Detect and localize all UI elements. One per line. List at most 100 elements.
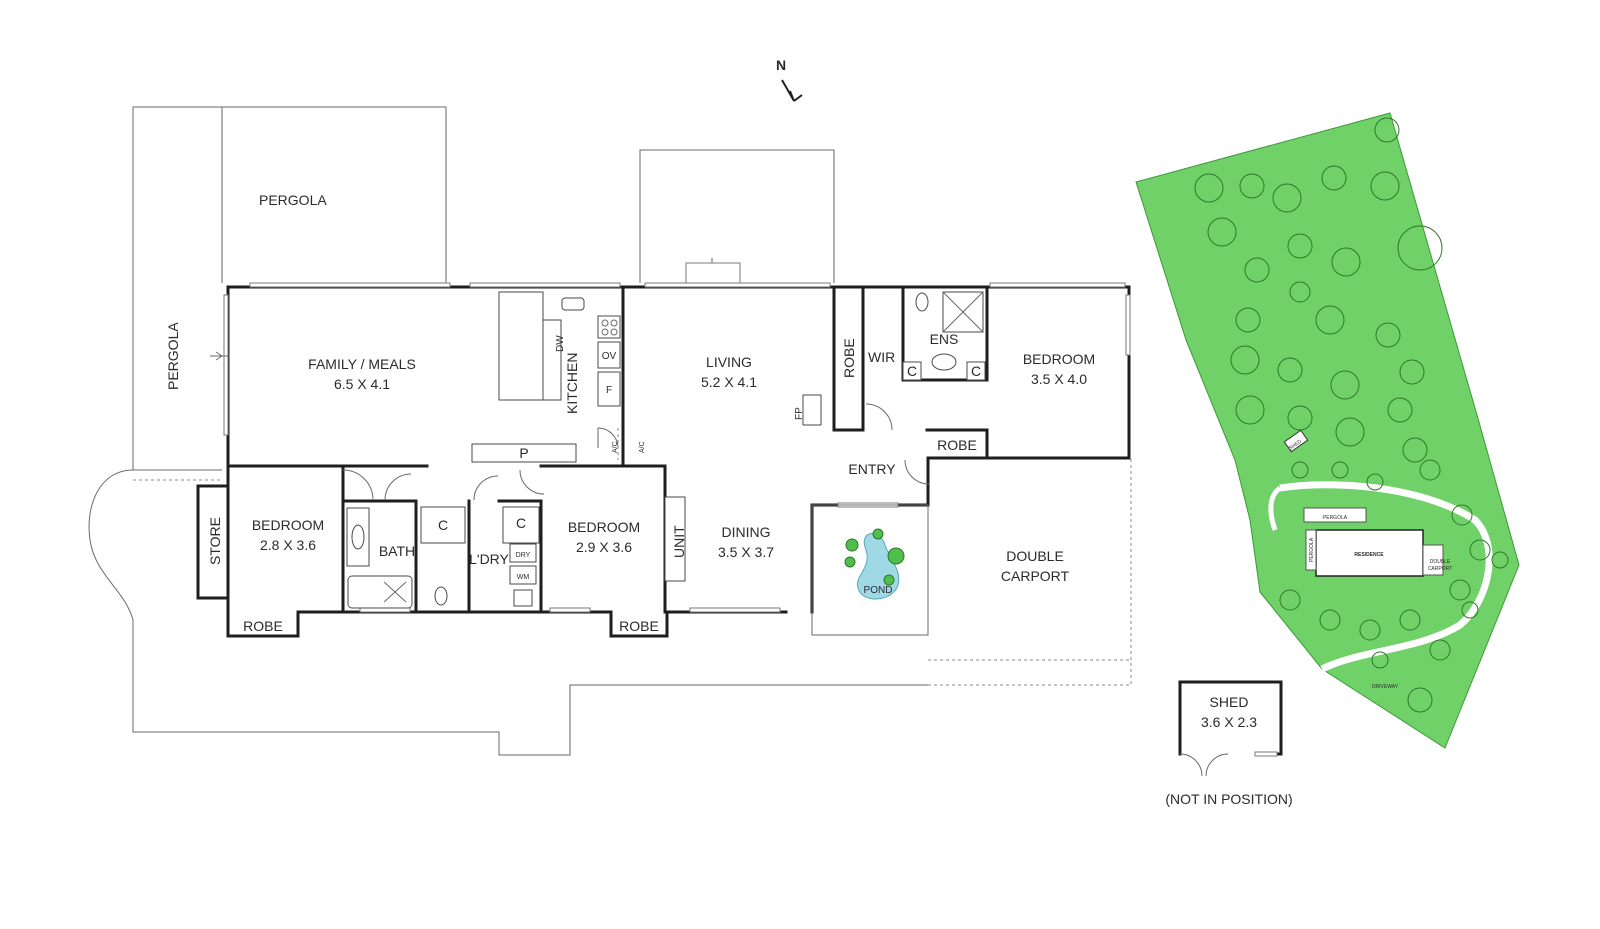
label-bath: BATH bbox=[379, 543, 415, 559]
label-laundry: L'DRY bbox=[469, 551, 509, 567]
walls bbox=[196, 285, 1131, 638]
site-tree-icon bbox=[1399, 609, 1421, 631]
size-bedroom-master: 3.5 X 4.0 bbox=[1031, 371, 1087, 387]
size-family-meals: 6.5 X 4.1 bbox=[334, 376, 390, 392]
label-pond: POND bbox=[864, 585, 893, 596]
site-tree-icon bbox=[1375, 322, 1401, 348]
site-trees bbox=[1194, 117, 1509, 713]
site-boundary bbox=[1135, 112, 1520, 749]
label-wir: WIR bbox=[868, 349, 895, 365]
site-tree-icon bbox=[1321, 165, 1347, 191]
site-tree-icon bbox=[1239, 173, 1265, 199]
site-tree-icon bbox=[1449, 579, 1471, 601]
site-tree-icon bbox=[1235, 395, 1265, 425]
windows bbox=[223, 282, 1131, 613]
site-tree-icon bbox=[1277, 357, 1303, 383]
kitchen-fixtures bbox=[471, 291, 822, 463]
site-tree-icon bbox=[1289, 281, 1311, 303]
north-compass: N bbox=[776, 57, 803, 102]
label-robe-vertical: ROBE bbox=[841, 338, 857, 378]
label-living: LIVING bbox=[706, 354, 752, 370]
label-dining: DINING bbox=[722, 524, 771, 540]
label-ov: OV bbox=[602, 351, 617, 362]
site-tree-icon bbox=[1397, 225, 1443, 271]
site-label-pergola: PERGOLA bbox=[1323, 515, 1348, 521]
fixture-labels: DW OV F A/C A/C FP P C C C C DRY WM bbox=[438, 335, 981, 581]
site-residence-box bbox=[1315, 529, 1424, 577]
label-pergola-top: PERGOLA bbox=[259, 192, 327, 208]
doors bbox=[210, 258, 930, 501]
site-tree-icon bbox=[1402, 437, 1428, 463]
label-ens: ENS bbox=[930, 331, 959, 347]
label-dw: DW bbox=[555, 335, 566, 352]
site-tree-icon bbox=[1230, 345, 1260, 375]
site-tree-icon bbox=[1287, 405, 1313, 431]
label-family-meals: FAMILY / MEALS bbox=[308, 356, 416, 372]
label-pantry: P bbox=[519, 445, 528, 461]
label-shed-note: (NOT IN POSITION) bbox=[1165, 791, 1292, 807]
site-tree-icon bbox=[1207, 217, 1237, 247]
site-tree-icon bbox=[1287, 233, 1313, 259]
site-tree-icon bbox=[1399, 359, 1425, 385]
site-label-driveway: DRIVEWAY bbox=[1372, 684, 1399, 690]
site-tree-icon bbox=[1330, 370, 1360, 400]
label-f: F bbox=[606, 385, 612, 396]
wet-area-fixtures bbox=[346, 291, 986, 609]
label-carport-line2: CARPORT bbox=[1001, 568, 1070, 584]
site-tree-icon bbox=[1194, 173, 1224, 203]
site-tree-icon bbox=[1469, 539, 1491, 561]
site-tree-icon bbox=[1429, 639, 1451, 661]
label-kitchen: KITCHEN bbox=[564, 353, 580, 414]
site-plan: PERGOLA PERGOLA RESIDENCE DOUBLE CARPORT… bbox=[1135, 112, 1520, 749]
compass-letter: N bbox=[776, 57, 786, 73]
label-robe-west: ROBE bbox=[243, 618, 283, 634]
site-tree-icon bbox=[1319, 609, 1341, 631]
site-tree-icon bbox=[1419, 459, 1441, 481]
site-tree-icon bbox=[1315, 305, 1345, 335]
pond-area bbox=[811, 504, 929, 636]
site-label-carport-1: DOUBLE bbox=[1430, 559, 1451, 565]
site-tree-icon bbox=[1387, 397, 1413, 423]
site-tree-icon bbox=[1407, 687, 1433, 713]
site-tree-icon bbox=[1272, 183, 1302, 213]
north-arrow-icon bbox=[781, 79, 803, 102]
label-bedroom-west: BEDROOM bbox=[252, 517, 324, 533]
shed-plan: SHED 3.6 X 2.3 (NOT IN POSITION) bbox=[1165, 680, 1293, 807]
site-tree-icon bbox=[1451, 504, 1473, 526]
label-unit: UNIT bbox=[671, 525, 687, 558]
site-tree-icon bbox=[1461, 601, 1479, 619]
site-tree-icon bbox=[1491, 551, 1509, 569]
label-c-laundry: C bbox=[516, 515, 526, 531]
site-tree-icon bbox=[1244, 257, 1270, 283]
room-labels: PERGOLA PERGOLA FAMILY / MEALS 6.5 X 4.1… bbox=[165, 192, 1095, 634]
label-wm: WM bbox=[517, 574, 530, 581]
site-tree-icon bbox=[1371, 651, 1389, 669]
label-carport-line1: DOUBLE bbox=[1006, 548, 1064, 564]
label-ac-1: A/C bbox=[612, 441, 619, 453]
size-bedroom-west: 2.8 X 3.6 bbox=[260, 537, 316, 553]
label-entry: ENTRY bbox=[848, 461, 896, 477]
site-tree-icon bbox=[1235, 307, 1261, 333]
label-fp: FP bbox=[794, 407, 805, 420]
site-tree-icon bbox=[1291, 461, 1309, 479]
size-bedroom-mid: 2.9 X 3.6 bbox=[576, 539, 632, 555]
site-tree-icon bbox=[1331, 247, 1361, 277]
label-robe-master: ROBE bbox=[937, 437, 977, 453]
site-label-residence: RESIDENCE bbox=[1354, 552, 1384, 558]
site-tree-icon bbox=[1331, 461, 1349, 479]
label-c-ens-right: C bbox=[971, 363, 981, 379]
outdoor-outlines bbox=[88, 106, 1132, 756]
label-shed: SHED bbox=[1210, 694, 1249, 710]
label-c-ens-left: C bbox=[907, 363, 917, 379]
site-tree-icon bbox=[1359, 619, 1381, 641]
size-dining: 3.5 X 3.7 bbox=[718, 544, 774, 560]
label-c-bath: C bbox=[438, 517, 448, 533]
site-shed-box bbox=[1283, 429, 1309, 453]
label-store: STORE bbox=[207, 517, 223, 565]
size-shed: 3.6 X 2.3 bbox=[1201, 714, 1257, 730]
size-living: 5.2 X 4.1 bbox=[701, 374, 757, 390]
label-pergola-side: PERGOLA bbox=[165, 322, 181, 390]
label-ac-2: A/C bbox=[639, 441, 646, 453]
site-tree-icon bbox=[1279, 589, 1301, 611]
